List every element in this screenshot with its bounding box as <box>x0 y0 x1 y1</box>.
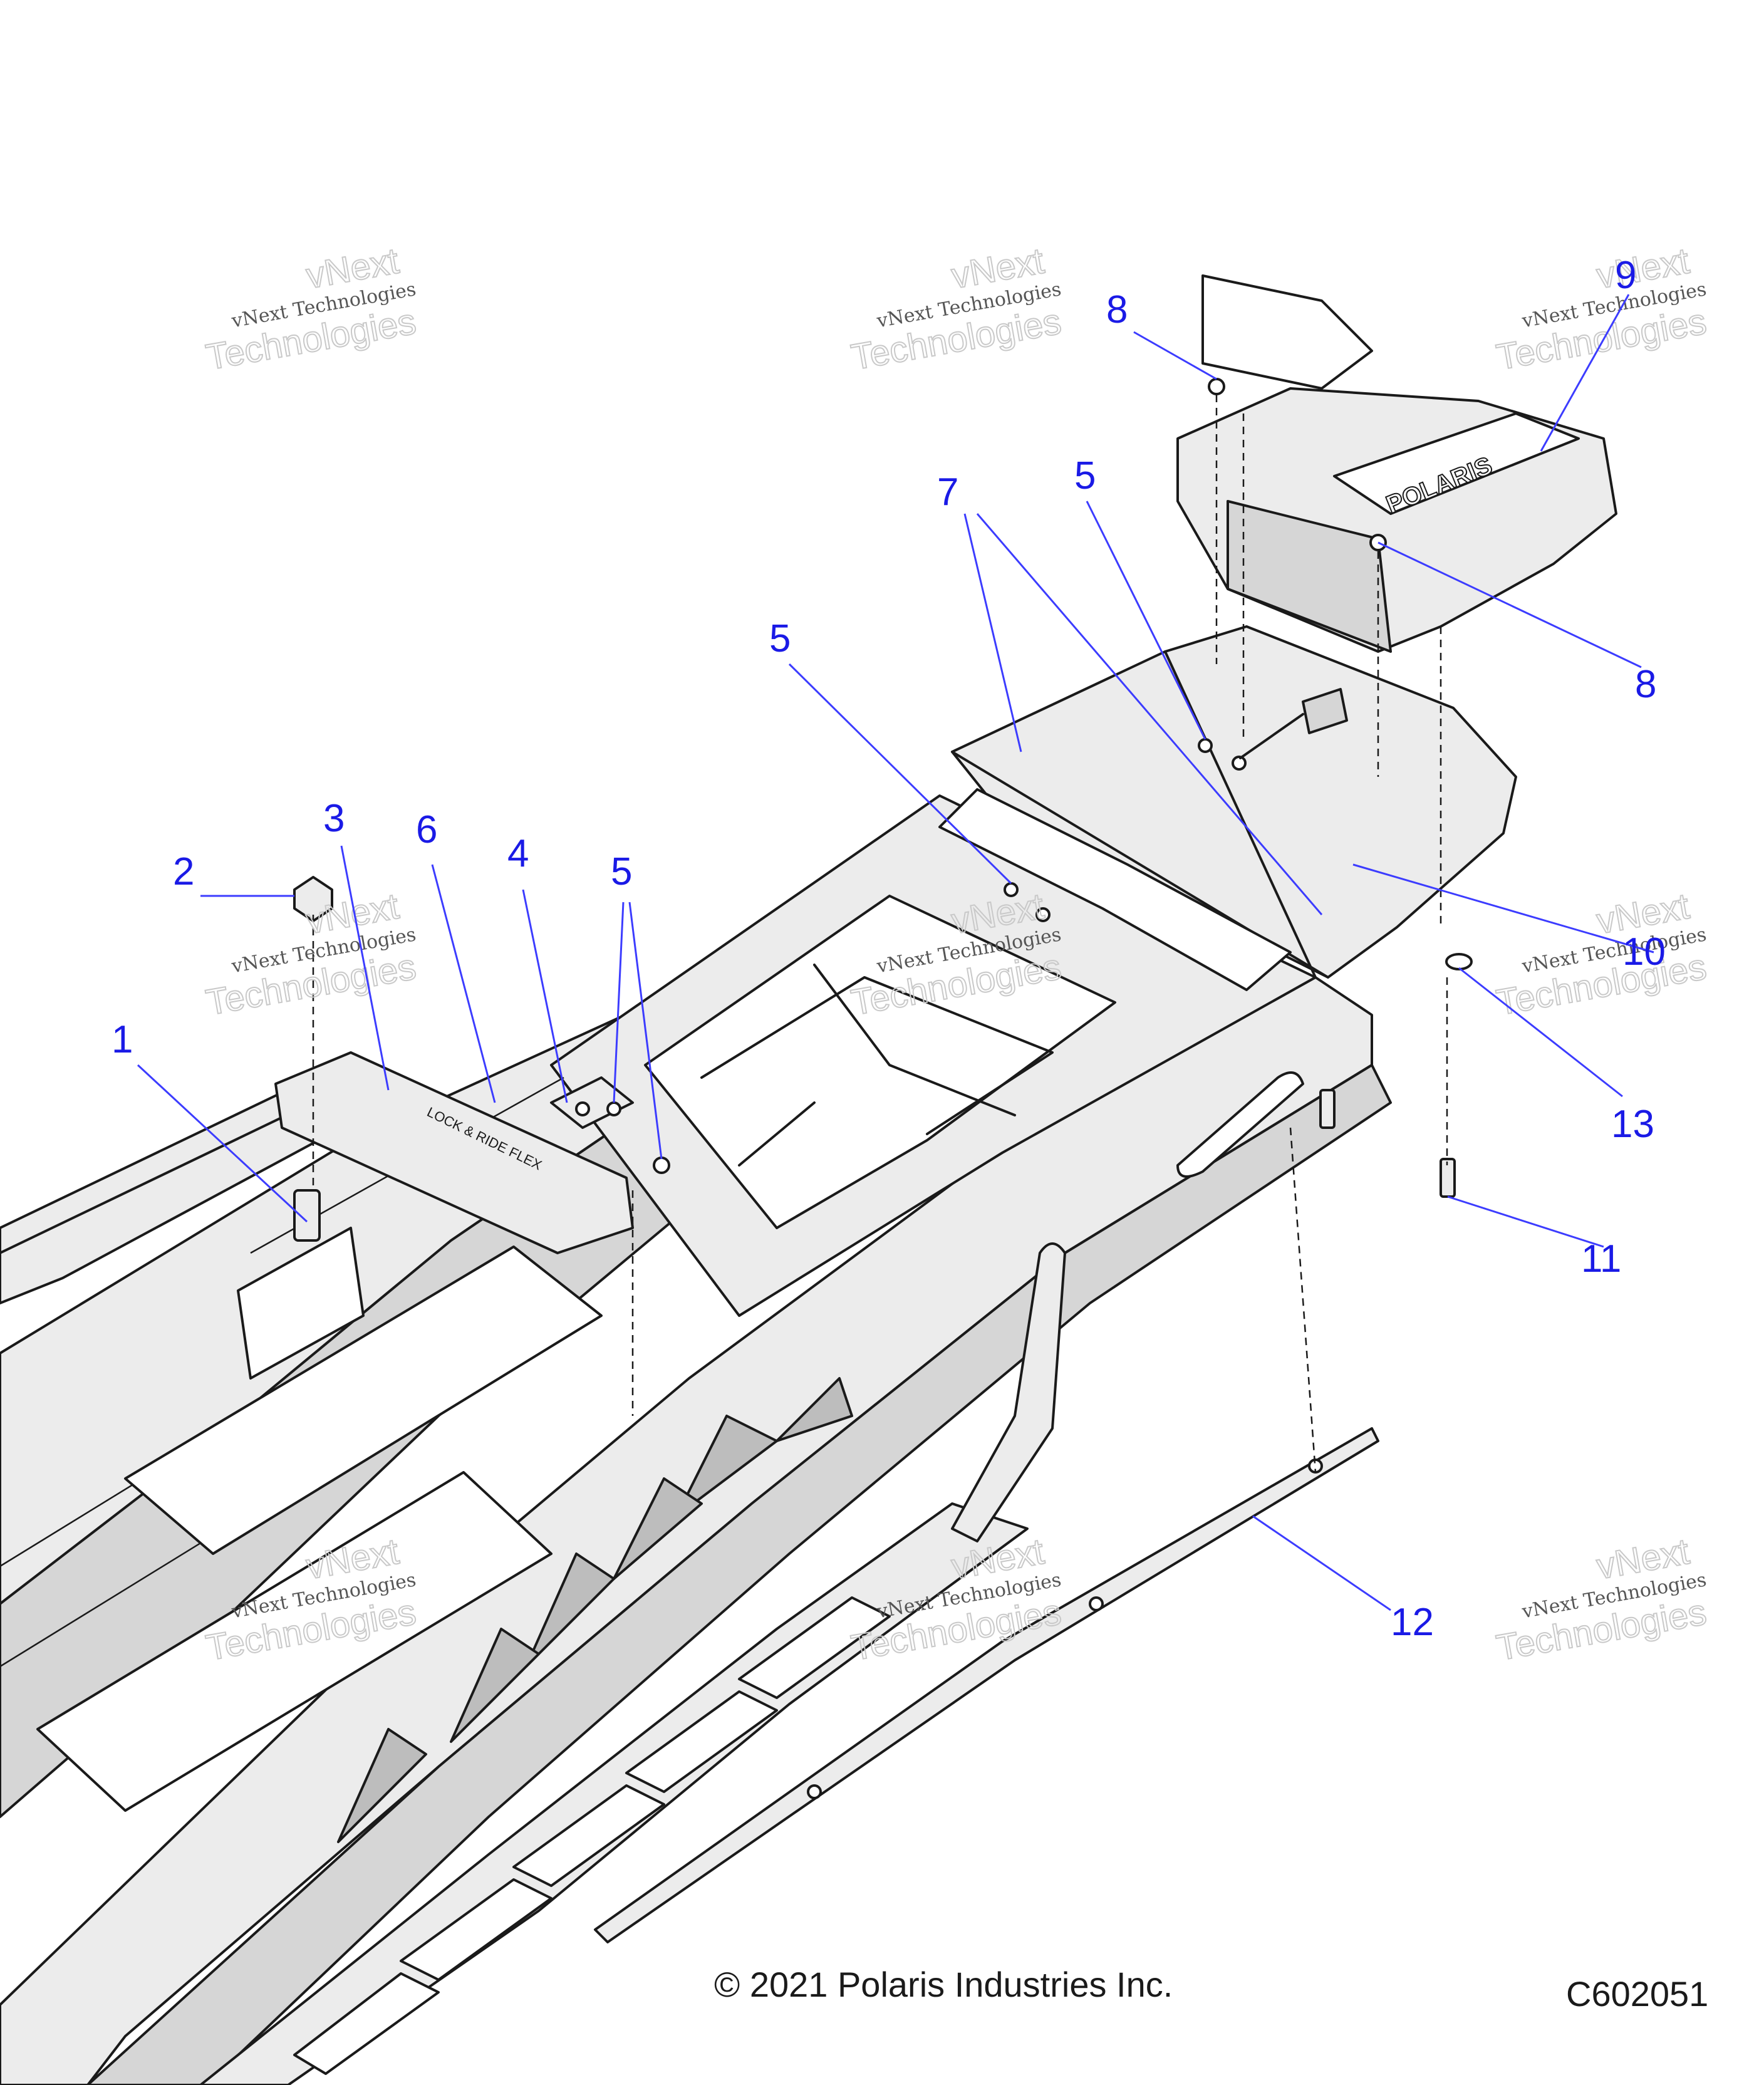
assembly-dashed-lines <box>312 395 1448 1473</box>
callout-8-b: 8 <box>1635 663 1656 706</box>
tail-cover-assembly: POLARIS <box>1176 274 1617 653</box>
callout-4: 4 <box>507 832 529 875</box>
callout-12: 12 <box>1391 1601 1434 1644</box>
callout-5-b: 5 <box>769 617 791 660</box>
tunnel-assembly <box>0 625 1517 2085</box>
callout-5-c: 5 <box>1074 454 1096 497</box>
rear-grab-bar <box>951 1242 1066 1542</box>
callout-numbers: 1 2 3 6 4 5 5 7 5 8 9 8 10 13 11 12 <box>112 254 1666 1644</box>
side-panel-ribs <box>337 1377 853 1843</box>
callout-1: 1 <box>112 1018 133 1061</box>
callout-8-a: 8 <box>1106 288 1128 331</box>
hardware: LOCK & RIDE FLEX <box>274 688 1473 1254</box>
rivet-8-top <box>1208 378 1225 395</box>
copyright-notice: © 2021 Polaris Industries Inc. <box>714 1965 1173 2004</box>
rear-flap-strip <box>594 1427 1379 1943</box>
callout-7: 7 <box>937 471 958 514</box>
callout-9: 9 <box>1615 254 1636 297</box>
figure-code: C602051 <box>1566 1974 1709 2014</box>
callout-10: 10 <box>1622 930 1666 974</box>
leader-lines <box>137 294 1654 1611</box>
callout-11: 11 <box>1581 1237 1621 1281</box>
callout-6: 6 <box>416 808 437 851</box>
callout-3: 3 <box>323 797 345 840</box>
callout-2: 2 <box>173 850 194 893</box>
callout-13: 13 <box>1611 1103 1654 1146</box>
callout-5-a: 5 <box>611 850 632 893</box>
running-board-slots <box>293 1596 891 2075</box>
